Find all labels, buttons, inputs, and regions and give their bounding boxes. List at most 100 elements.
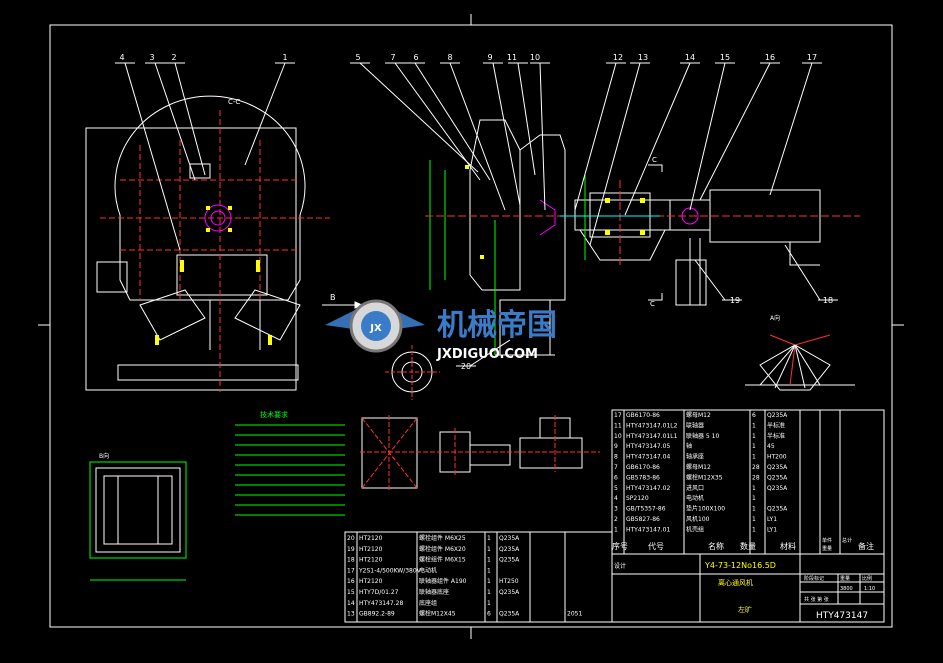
- bom-header-mat: 材料: [780, 541, 796, 551]
- bom-upper-mat: Q235A: [767, 412, 788, 419]
- bom-upper-qty: 28: [752, 474, 760, 481]
- title-scale-label: 比例: [862, 575, 872, 582]
- bom-upper-name: 联轴器: [686, 421, 704, 429]
- flange-detail: [385, 345, 440, 400]
- bom-upper-code: HTY473147.01L1: [626, 433, 678, 440]
- part-callout-9: 9: [487, 53, 492, 62]
- bom-upper-no: 1: [614, 526, 618, 533]
- bom-upper-name: 螺母M12: [686, 411, 711, 419]
- bom-upper-mat: Q235A: [767, 464, 788, 471]
- bom-upper-name: 轴承座: [686, 453, 704, 461]
- bom-lower-name: 螺栓组件 M6X15: [419, 556, 466, 564]
- bom-upper-name: 进风口: [686, 484, 704, 492]
- view-b-detail: [89, 461, 187, 581]
- bom-header-unit-mass: 单件: [822, 537, 832, 544]
- bom-lower-no: 16: [347, 578, 355, 585]
- bom-header-total-mass: 总计: [842, 537, 852, 544]
- bom-lower-name: 螺栓组件 M6X20: [419, 545, 466, 553]
- bom-upper-code: HTY473147.01: [626, 526, 670, 533]
- part-callout-7: 7: [390, 53, 395, 62]
- bom-lower-qty: 1: [487, 535, 491, 542]
- bom-upper-qty: 6: [752, 412, 756, 419]
- fan-side-view: [425, 119, 860, 356]
- part-callout-15: 15: [720, 53, 730, 62]
- bom-lower-no: 19: [347, 546, 355, 553]
- bom-lower-name: 螺栓组件 M6X25: [419, 534, 466, 542]
- bom-upper-mat: 半标准: [767, 432, 785, 440]
- bom-upper-no: 4: [614, 495, 618, 502]
- title-block-grid: [611, 553, 885, 623]
- bom-upper-mat: HT200: [767, 454, 787, 461]
- bom-upper-mat: Q235A: [767, 506, 788, 513]
- title-stage-label: 阶段标记: [804, 575, 824, 582]
- bom-upper-mat: LY1: [767, 526, 777, 533]
- part-callout-5: 5: [355, 53, 360, 62]
- title-product: 离心通风机: [718, 578, 753, 587]
- part-callout-14: 14: [685, 53, 695, 62]
- bom-upper-no: 11: [614, 422, 622, 429]
- part-callout-17: 17: [807, 53, 817, 62]
- bom-upper-code: HTY473147.05: [626, 443, 670, 450]
- bom-lower-code: GB892.2-89: [359, 611, 395, 618]
- bom-upper-qty: 1: [752, 422, 756, 429]
- drawing-frame: [38, 14, 904, 639]
- bom-upper-no: 9: [614, 443, 618, 450]
- bom-header-mass-unit: 重量: [822, 545, 832, 552]
- bom-lower-name: 底座组: [419, 599, 437, 607]
- bom-lower-no: 20: [347, 535, 355, 542]
- section-c-label-top: C: [652, 156, 657, 164]
- part-callout-4: 4: [119, 53, 124, 62]
- bom-upper-no: 17: [614, 412, 622, 419]
- title-designer: 设计: [614, 562, 626, 570]
- part-callout-18: 18: [823, 296, 833, 305]
- bom-lower-no: 18: [347, 557, 355, 564]
- bom-upper-code: GB6170-86: [626, 412, 660, 419]
- bom-lower-code: HT2120: [359, 578, 383, 585]
- bom-upper-qty: 1: [752, 454, 756, 461]
- bom-lower-grid: [344, 531, 613, 623]
- bom-upper-code: SP2120: [626, 495, 649, 502]
- bom-lower-qty: 1: [487, 557, 491, 564]
- bom-lower-qty: 1: [487, 567, 491, 574]
- bom-upper-name: 垫片100X100: [686, 505, 725, 513]
- bom-upper-name: 电动机: [686, 494, 704, 502]
- bom-lower-code: HT2120: [359, 535, 383, 542]
- tech-notes-lines: [235, 424, 345, 516]
- bom-upper-qty: 1: [752, 495, 756, 502]
- bom-lower-note: 2051: [567, 611, 582, 618]
- part-callout-19: 19: [730, 296, 740, 305]
- bom-header-qty: 数量: [740, 541, 756, 551]
- bom-lower-code: HTY7D/01.27: [359, 589, 399, 596]
- bom-lower-mat: Q235A: [499, 546, 520, 553]
- bom-upper-mat: Q235A: [767, 485, 788, 492]
- bom-lower-mat: HT250: [499, 578, 519, 585]
- bom-lower-code: HT2120: [359, 546, 383, 553]
- bom-lower-no: 14: [347, 600, 355, 607]
- bom-lower-no: 17: [347, 567, 355, 574]
- bom-upper-code: GB6170-86: [626, 464, 660, 471]
- title-drawing-no: HTY473147: [816, 611, 868, 621]
- bom-upper-code: HTY473147.01L2: [626, 422, 678, 429]
- bom-header-code: 代号: [648, 541, 664, 551]
- bom-upper-qty: 1: [752, 516, 756, 523]
- bom-lower-mat: Q235A: [499, 557, 520, 564]
- bom-upper-no: 8: [614, 454, 618, 461]
- part-callout-2: 2: [171, 53, 176, 62]
- bom-upper-qty: 1: [752, 485, 756, 492]
- part-callout-20: 20: [461, 362, 471, 371]
- bom-upper-qty: 1: [752, 443, 756, 450]
- bom-lower-no: 15: [347, 589, 355, 596]
- view-arrow-b: [322, 301, 364, 309]
- tech-notes-title: 技术要求: [260, 410, 288, 419]
- bom-lower-qty: 1: [487, 600, 491, 607]
- bom-upper-code: HTY473147.04: [626, 454, 670, 461]
- part-callout-13: 13: [638, 53, 648, 62]
- bom-upper-code: GB/T5357-86: [626, 506, 666, 513]
- bom-upper-mat: LY1: [767, 516, 777, 523]
- title-company: 左旷: [738, 605, 752, 614]
- bom-upper-name: 螺母M12: [686, 463, 711, 471]
- bom-upper-code: HTY473147.02: [626, 485, 670, 492]
- bom-upper-name: 联轴器 5 10: [686, 432, 719, 440]
- part-callout-3: 3: [149, 53, 154, 62]
